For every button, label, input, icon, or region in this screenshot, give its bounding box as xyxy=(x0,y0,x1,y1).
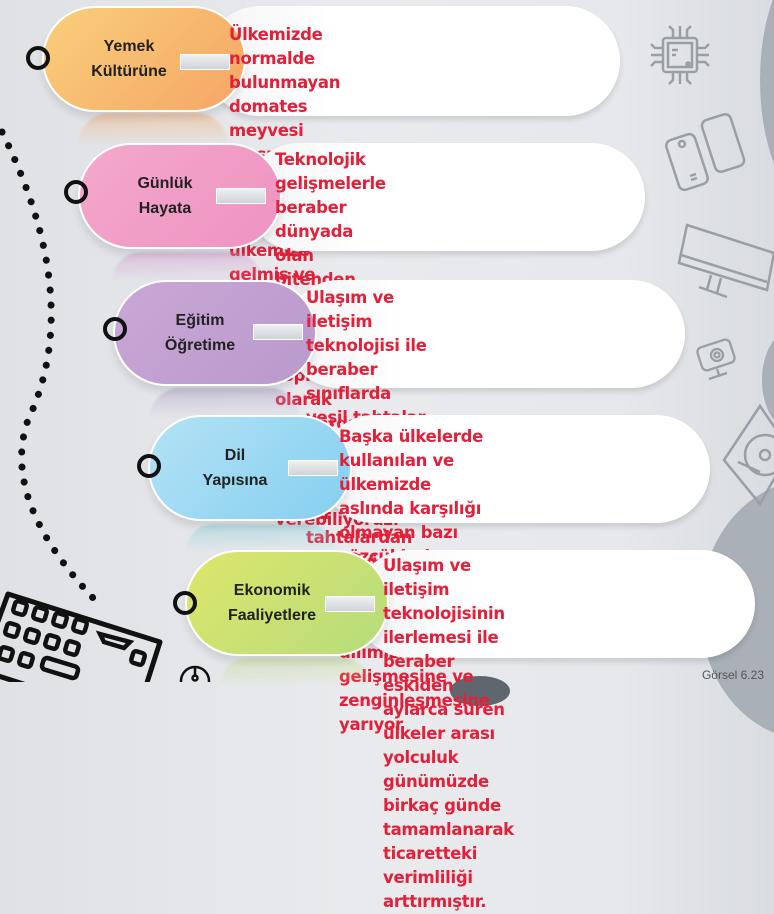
timeline-node-ring xyxy=(64,180,88,204)
timeline-node-ring xyxy=(103,317,127,341)
connector-tab xyxy=(180,54,230,70)
pill-reflection xyxy=(220,658,370,686)
category-label: Dil Yapısına xyxy=(202,447,268,489)
description-bubble xyxy=(245,143,645,251)
smartphones-icon xyxy=(665,112,746,192)
webcam-icon xyxy=(696,338,736,381)
connector-tab xyxy=(288,460,338,476)
connector-tab xyxy=(325,596,375,612)
cpu-chip-icon xyxy=(650,25,710,85)
timeline-node-ring xyxy=(26,46,50,70)
monitor-icon xyxy=(677,223,774,299)
category-label: Yemek Kültürüne xyxy=(91,38,167,80)
category-pill: Yemek Kültürüne xyxy=(42,6,246,112)
hard-drive-icon xyxy=(722,403,774,507)
pill-reflection xyxy=(78,113,228,145)
category-pill: Ekonomik Faaliyetlere xyxy=(185,550,389,656)
description-bubble xyxy=(285,280,685,388)
connector-tab xyxy=(253,324,303,340)
category-label: Ekonomik Faaliyetlere xyxy=(227,582,317,624)
description-bubble xyxy=(205,6,620,116)
description-text: Ulaşım ve iletişim teknolojisinin ilerle… xyxy=(383,556,514,911)
pill-reflection xyxy=(112,252,262,282)
pill-reflection xyxy=(150,388,300,418)
description-bubble xyxy=(320,415,710,523)
connector-tab xyxy=(216,188,266,204)
figure-caption: Görsel 6.23 xyxy=(701,668,764,682)
mouse-icon xyxy=(179,665,211,682)
keyboard-icon xyxy=(0,591,163,682)
category-label: Günlük Hayata xyxy=(137,175,193,217)
category-label: Eğitim Öğretime xyxy=(164,312,236,354)
description-bubble xyxy=(355,550,755,658)
timeline-node-ring xyxy=(173,591,197,615)
timeline-node-ring xyxy=(137,454,161,478)
pill-reflection xyxy=(186,524,336,552)
